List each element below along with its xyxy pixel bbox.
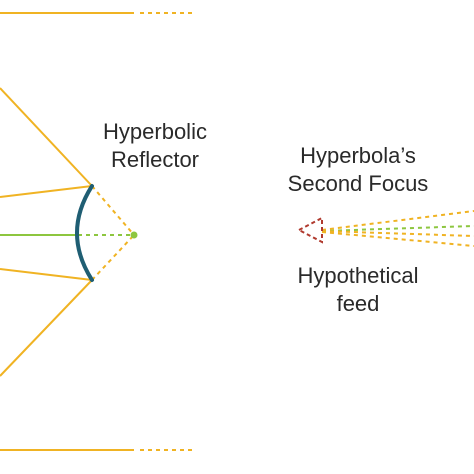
focus-label-line2: Second Focus (287, 171, 429, 196)
feed-label-line2: feed (336, 291, 380, 316)
hyperbolic-reflector-label: Hyperbolic Reflector (60, 118, 250, 174)
inner-ray-upper (0, 185, 93, 198)
virtual-ray-upper (91, 185, 135, 236)
focus-label-line1: Hyperbola’s (300, 143, 416, 168)
first-focus-point (130, 231, 138, 239)
reflector-label-line2: Reflector (110, 147, 200, 172)
focus-ray-mid (321, 230, 474, 237)
focus-axis (321, 225, 474, 232)
virtual-ray-lower (91, 234, 135, 281)
second-focus-label: Hyperbola’s Second Focus (258, 142, 458, 198)
outer-ray-upper (0, 87, 93, 187)
reflector-label-line1: Hyperbolic (103, 119, 207, 144)
inner-ray-lower (0, 268, 93, 281)
focus-ray-bottom (321, 231, 474, 247)
focus-ray-top (321, 210, 474, 231)
hyperbolic-reflector (75, 184, 94, 282)
hypothetical-feed-icon (296, 216, 323, 244)
hypothetical-feed-label: Hypothetical feed (258, 262, 458, 318)
outer-ray-lower (0, 279, 93, 377)
feed-label-line1: Hypothetical (297, 263, 419, 288)
